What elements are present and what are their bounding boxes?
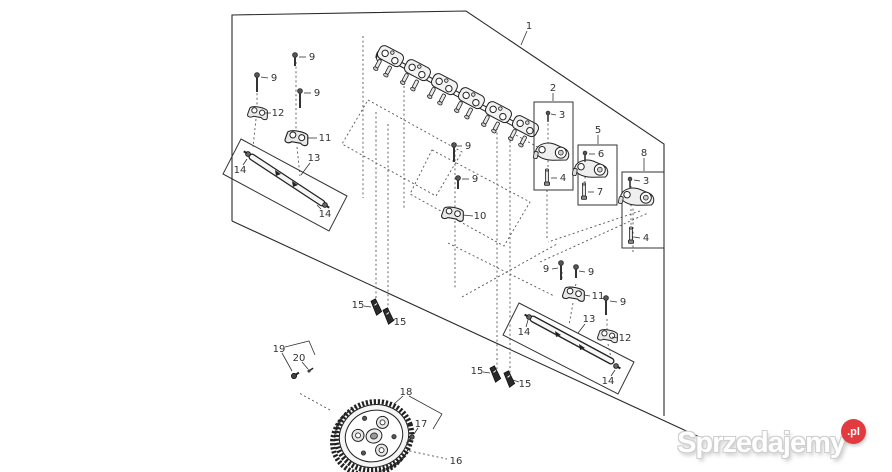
detail-boxes	[533, 101, 665, 249]
callout-9: 9	[271, 73, 277, 84]
bracket-line-19	[284, 340, 316, 356]
leader-line-4	[633, 236, 641, 239]
callout-20: 20	[293, 353, 306, 364]
bracket-line-18	[408, 395, 443, 430]
leader-line-1	[520, 30, 528, 46]
leader-line-9	[260, 76, 269, 79]
callout-14: 14	[234, 165, 247, 176]
rocker-shaft-box-right	[502, 302, 635, 395]
callout-12: 12	[272, 108, 285, 119]
callout-3: 3	[643, 176, 649, 187]
leader-line-3	[550, 113, 557, 116]
rocker-arm-parts	[532, 139, 657, 211]
leader-line-17	[413, 427, 419, 435]
watermark-brand: Sprzedajemy	[677, 427, 846, 459]
callout-15: 15	[394, 317, 407, 328]
callout-11: 11	[592, 291, 605, 302]
callout-2: 2	[550, 83, 556, 94]
callout-3: 3	[559, 110, 565, 121]
rocker-shaft-box-left	[222, 138, 348, 232]
callout-15: 15	[519, 379, 532, 390]
wedge-clips	[370, 297, 516, 389]
leader-line-9	[578, 270, 586, 273]
callout-14: 14	[319, 209, 332, 220]
watermark-tld-badge: .pl	[841, 419, 866, 444]
callout-9: 9	[620, 297, 626, 308]
leader-line-13	[577, 323, 586, 334]
callout-14: 14	[602, 376, 615, 387]
callout-9: 9	[543, 264, 549, 275]
callout-5: 5	[595, 125, 601, 136]
rocker-shaft-assembly	[368, 43, 541, 151]
construction-lines	[252, 36, 649, 460]
leader-line-15	[512, 379, 520, 383]
callout-9: 9	[588, 267, 594, 278]
callout-17: 17	[415, 419, 428, 430]
callout-12: 12	[619, 333, 632, 344]
leader-line-13	[300, 162, 311, 176]
callout-16: 16	[450, 456, 463, 467]
callout-9: 9	[472, 174, 478, 185]
leader-line-12	[611, 336, 619, 339]
camshaft-gear	[330, 399, 415, 472]
callout-14: 14	[518, 327, 531, 338]
leader-line-14	[610, 369, 616, 377]
callout-7: 7	[597, 187, 603, 198]
leader-line-11	[583, 294, 591, 297]
plug-and-pin	[291, 367, 314, 379]
leader-line-9	[551, 267, 559, 270]
callout-4: 4	[560, 173, 566, 184]
leader-line-3	[633, 179, 641, 182]
leader-line-9	[609, 300, 618, 303]
callout-11: 11	[319, 133, 332, 144]
leader-line-15	[482, 371, 491, 374]
callout-19: 19	[273, 344, 286, 355]
leader-line-14	[525, 319, 529, 328]
callout-4: 4	[643, 233, 649, 244]
leader-line-18	[393, 395, 404, 405]
leader-line-14	[242, 158, 248, 166]
leader-line-14	[316, 204, 322, 210]
callout-15: 15	[352, 300, 365, 311]
watermark: Sprzedajemy .pl	[677, 419, 866, 460]
leader-line-15	[363, 305, 372, 308]
gear-bolt	[406, 434, 415, 444]
leader-line-10	[462, 214, 474, 217]
callout-10: 10	[474, 211, 487, 222]
callout-6: 6	[598, 149, 604, 160]
callout-1: 1	[526, 21, 532, 32]
callout-9: 9	[309, 52, 315, 63]
leader-line-19	[281, 352, 293, 372]
callout-8: 8	[641, 148, 647, 159]
callout-9: 9	[314, 88, 320, 99]
callout-13: 13	[583, 314, 596, 325]
leader-line-15	[389, 317, 396, 321]
callout-9: 9	[465, 141, 471, 152]
shaft-supports	[246, 104, 620, 344]
callout-15: 15	[471, 366, 484, 377]
callout-18: 18	[400, 387, 413, 398]
leader-line-20	[301, 361, 309, 370]
callout-13: 13	[308, 153, 321, 164]
